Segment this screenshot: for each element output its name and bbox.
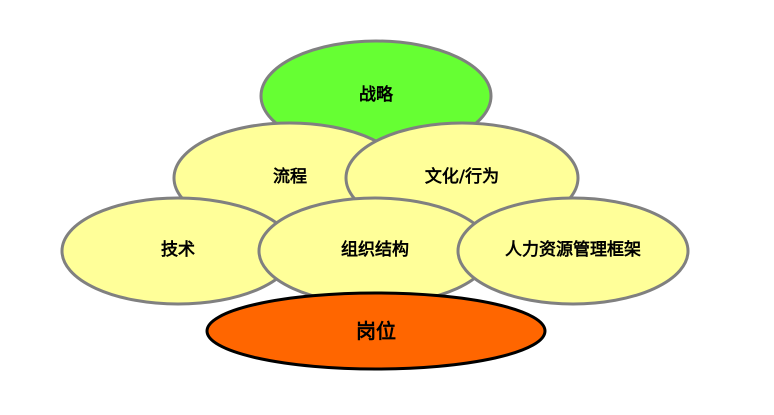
node-hr-framework: 人力资源管理框架 <box>456 196 690 306</box>
org-structure-label: 组织结构 <box>341 239 409 260</box>
technology-label: 技术 <box>161 239 195 260</box>
strategy-label: 战略 <box>359 84 394 105</box>
hr-framework-label: 人力资源管理框架 <box>505 239 641 260</box>
culture-label: 文化/行为 <box>425 166 499 187</box>
node-org-structure: 组织结构 <box>257 196 493 306</box>
position-ellipse <box>205 291 547 371</box>
position-label: 岗位 <box>356 319 396 343</box>
hr-framework-ellipse <box>456 196 690 306</box>
process-label: 流程 <box>273 166 307 187</box>
node-position: 岗位 <box>205 291 547 371</box>
